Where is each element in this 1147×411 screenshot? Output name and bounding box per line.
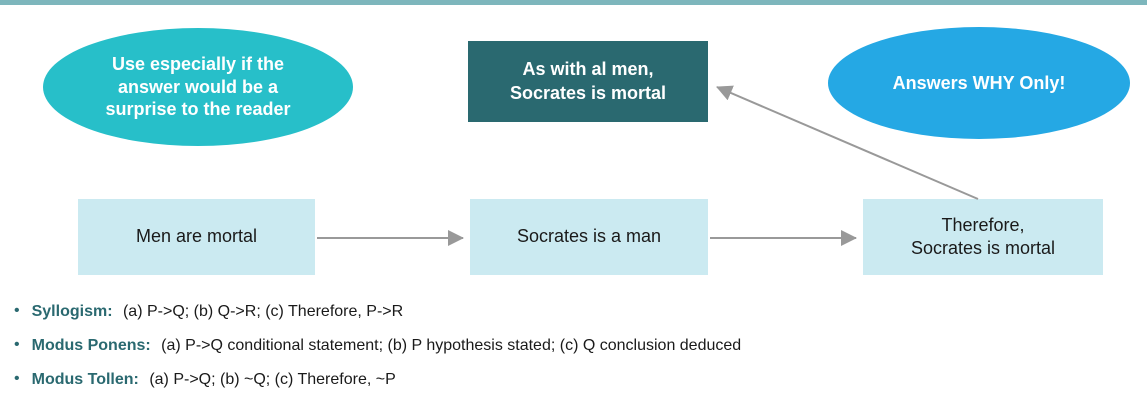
conclusion-box-text: As with al men, Socrates is mortal <box>509 59 667 103</box>
conclusion-box: As with al men, Socrates is mortal <box>468 41 708 122</box>
bullet-marker: • <box>14 335 20 353</box>
bullet-term: Modus Tollen: <box>31 370 139 388</box>
callout-surprise-ellipse: Use especially if the answer would be a … <box>43 28 353 146</box>
bullet-marker: • <box>14 302 20 319</box>
flow-step-label: Men are mortal <box>135 226 258 247</box>
bullet-marker: • <box>14 369 20 387</box>
flow-step-label: Socrates is a man <box>516 226 662 247</box>
bullet-definition: (a) P->Q; (b) Q->R; (c) Therefore, P->R <box>122 303 404 320</box>
callout-why-ellipse: Answers WHY Only! <box>828 27 1130 139</box>
flow-step-label: Therefore, Socrates is mortal <box>910 214 1056 258</box>
callout-why-text: Answers WHY Only! <box>892 72 1066 93</box>
callout-surprise-text: Use especially if the answer would be a … <box>105 54 291 120</box>
logic-definitions-list: • Syllogism: (a) P->Q; (b) Q->R; (c) The… <box>14 302 1114 403</box>
bullet-term: Modus Ponens: <box>31 336 151 354</box>
bullet-term: Syllogism: <box>31 303 113 320</box>
top-accent-bar <box>0 0 1147 5</box>
flow-step-premise-1: Men are mortal <box>78 199 315 275</box>
bullet-definition: (a) P->Q; (b) ~Q; (c) Therefore, ~P <box>149 370 396 388</box>
list-item-modus-tollen: • Modus Tollen: (a) P->Q; (b) ~Q; (c) Th… <box>14 370 1114 391</box>
flow-step-conclusion: Therefore, Socrates is mortal <box>863 199 1103 275</box>
bullet-definition: (a) P->Q conditional statement; (b) P hy… <box>161 336 742 354</box>
flow-step-premise-2: Socrates is a man <box>470 199 708 275</box>
list-item-syllogism: • Syllogism: (a) P->Q; (b) Q->R; (c) The… <box>14 302 1114 323</box>
list-item-modus-ponens: • Modus Ponens: (a) P->Q conditional sta… <box>14 336 1114 357</box>
